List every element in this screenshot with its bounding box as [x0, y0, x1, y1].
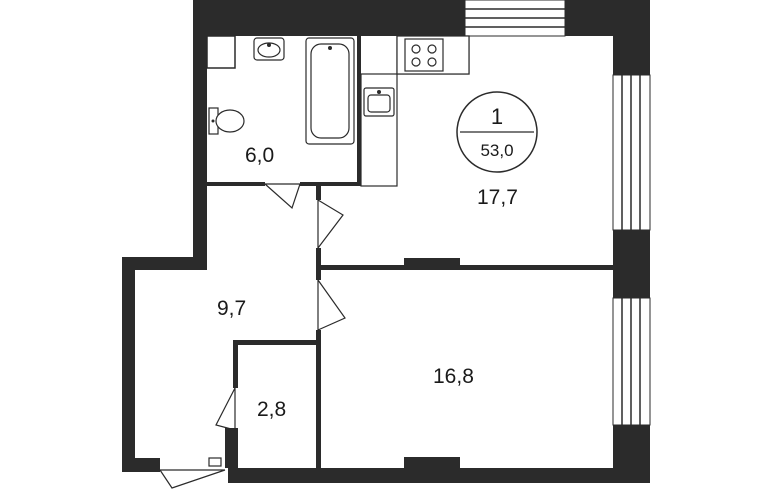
entrance-door — [159, 469, 226, 489]
bathtub-icon — [305, 37, 355, 145]
stove-icon — [404, 38, 444, 72]
storage-door — [215, 387, 236, 431]
bathroom-area: 6,0 — [245, 144, 274, 167]
windows — [464, 0, 651, 426]
hall-area: 9,7 — [217, 297, 246, 320]
kitchen-door — [317, 199, 344, 249]
bedroom-door — [317, 279, 346, 331]
total-area: 53,0 — [480, 141, 513, 160]
washbasin-icon — [253, 37, 285, 61]
storage-area: 2,8 — [257, 398, 286, 421]
kitchen-living-area: 17,7 — [477, 186, 518, 209]
walls — [122, 0, 650, 483]
bedroom-area: 16,8 — [433, 365, 474, 388]
bathroom-door — [264, 183, 301, 210]
doors — [159, 183, 346, 489]
kitchen-sink-icon — [363, 87, 395, 117]
rooms-count: 1 — [491, 104, 503, 129]
apartment-badge: 1 53,0 — [456, 91, 538, 173]
toilet-icon — [208, 107, 245, 135]
